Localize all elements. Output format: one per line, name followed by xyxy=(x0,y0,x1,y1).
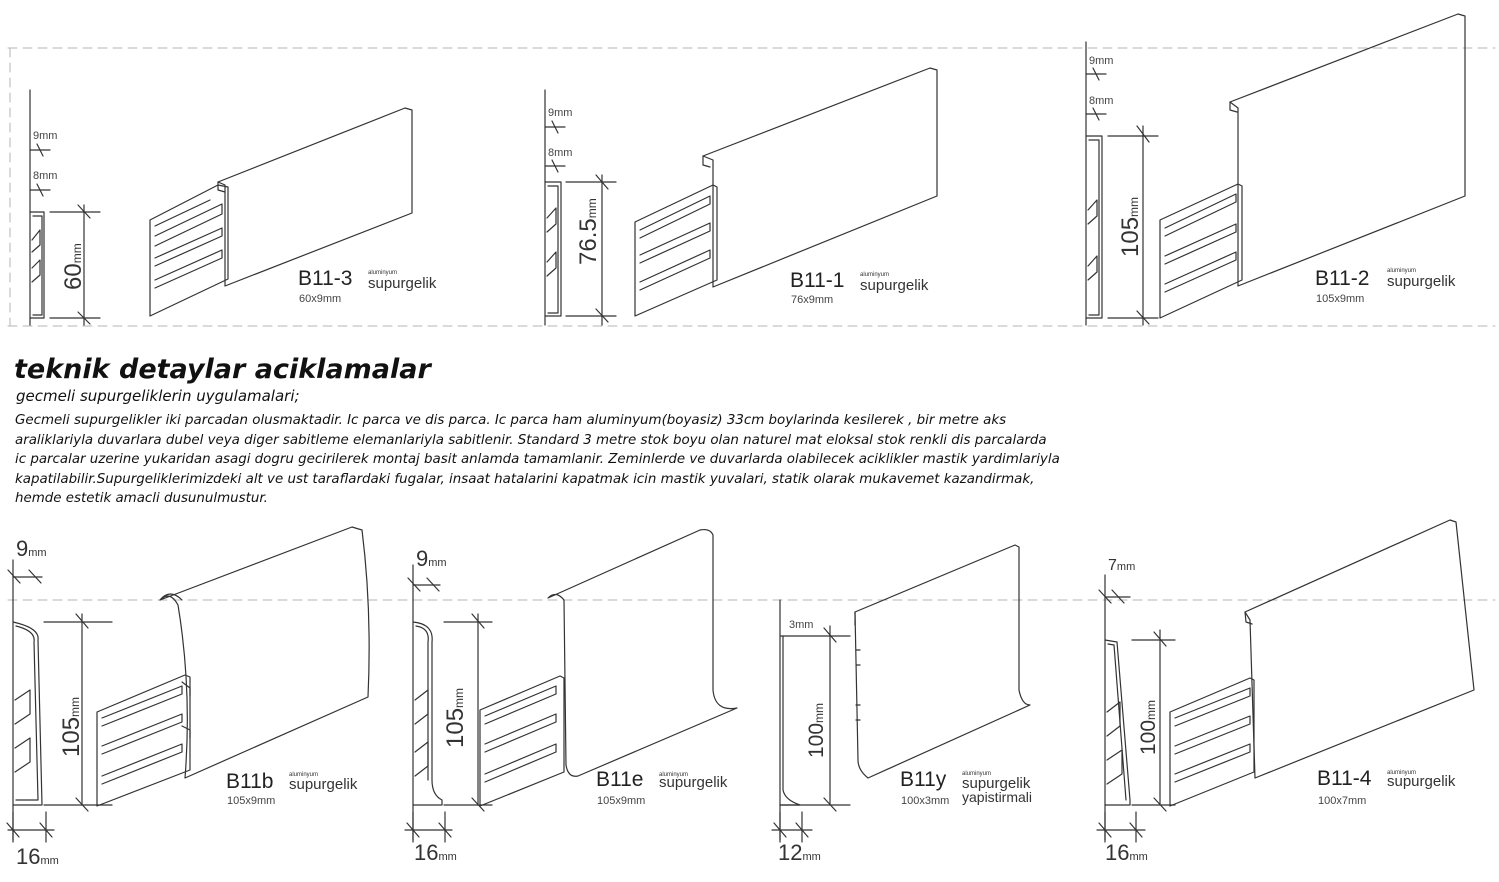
dim-label: 8mm xyxy=(1089,95,1114,107)
dim-label: 8mm xyxy=(548,147,573,159)
profile-b11-2-section xyxy=(1085,41,1159,326)
profile-b11b-3d xyxy=(96,526,370,807)
section-heading: teknik detaylar aciklamalar xyxy=(14,354,431,385)
paragraph-line: Gecmeli supurgelikler iki parcadan olusm… xyxy=(15,413,1007,428)
model-name: B11-1 xyxy=(790,269,845,292)
profile-b11e-3d xyxy=(479,528,738,807)
profile-b11b-section xyxy=(6,559,113,843)
height-dim: 100mm xyxy=(805,702,828,758)
paragraph-line: kapatilabilir.Supurgeliklerimizdeki alt … xyxy=(15,471,1035,487)
height-dim: 60mm xyxy=(60,243,87,290)
model-name: B11-3 xyxy=(298,267,353,290)
description-paragraph: Gecmeli supurgelikler iki parcadan olusm… xyxy=(15,411,1165,509)
material-label: aluminyum xyxy=(368,270,398,276)
dim-label: 9mm xyxy=(16,536,47,561)
material-label: aluminyum xyxy=(860,272,890,278)
profile-b11e-section xyxy=(404,564,493,843)
material-label: aluminyum xyxy=(1387,268,1417,274)
size-label: 60x9mm xyxy=(299,293,342,305)
profile-b11-2-3d xyxy=(1159,13,1466,319)
type-label: supurgelik xyxy=(368,275,437,292)
dim-label: 7mm xyxy=(1108,557,1136,574)
dim-label: 16mm xyxy=(16,844,59,869)
profile-b11-4-3d xyxy=(1169,519,1475,807)
paragraph-line: hemde estetik amacli dusunulmustur. xyxy=(15,491,268,507)
type-label: supurgelik xyxy=(659,774,728,791)
profile-b11-3-section xyxy=(29,89,101,326)
size-label: 105x9mm xyxy=(597,795,646,807)
dim-label: 12mm xyxy=(778,840,821,865)
type-label: supurgelik xyxy=(962,775,1031,792)
material-label: aluminyum xyxy=(1387,770,1417,776)
dim-label: 9mm xyxy=(1089,55,1114,67)
material-label: aluminyum xyxy=(659,772,689,778)
dim-label: 16mm xyxy=(414,840,457,865)
size-label: 105x9mm xyxy=(1316,293,1365,305)
model-name: B11e xyxy=(596,768,644,791)
material-label: aluminyum xyxy=(962,771,992,777)
profile-b11y-section xyxy=(771,599,851,843)
size-label: 76x9mm xyxy=(791,294,834,306)
size-label: 100x3mm xyxy=(901,795,950,807)
size-label: 105x9mm xyxy=(227,795,276,807)
model-name: B11y xyxy=(900,768,947,791)
paragraph-line: araliklariyla duvarlara dubel veya diger… xyxy=(15,432,1047,448)
height-dim: 105mm xyxy=(442,687,469,748)
profile-b11-1-3d xyxy=(634,67,938,317)
height-dim: 105mm xyxy=(58,696,85,757)
profile-b11-3-3d xyxy=(149,107,413,317)
dim-label: 9mm xyxy=(33,130,58,142)
profile-b11-4-section xyxy=(1096,574,1176,843)
dim-label: 9mm xyxy=(548,107,573,119)
section-subheading: gecmeli supurgeliklerin uygulamalari; xyxy=(16,387,300,405)
type-label-2: yapistirmali xyxy=(962,789,1033,805)
height-dim: 76.5mm xyxy=(575,198,602,265)
profile-b11-1-section xyxy=(544,89,617,326)
type-label: supurgelik xyxy=(289,776,358,793)
model-name: B11-2 xyxy=(1315,267,1370,290)
type-label: supurgelik xyxy=(1387,773,1456,790)
size-label: 100x7mm xyxy=(1318,795,1367,807)
section-border-lines xyxy=(7,47,1496,601)
model-name: B11b xyxy=(226,770,274,793)
dim-label: 3mm xyxy=(789,619,814,631)
profile-b11y-3d xyxy=(854,544,1031,779)
height-dim: 100mm xyxy=(1137,699,1160,755)
height-dim: 105mm xyxy=(1117,196,1144,257)
type-label: supurgelik xyxy=(860,277,929,294)
dim-label: 16mm xyxy=(1105,840,1148,865)
model-name: B11-4 xyxy=(1317,767,1372,790)
dim-label: 8mm xyxy=(33,170,58,182)
material-label: aluminyum xyxy=(289,772,319,778)
type-label: supurgelik xyxy=(1387,273,1456,290)
paragraph-line: ic parcalar uzerine yukaridan asagi dogr… xyxy=(15,452,1060,468)
dim-label: 9mm xyxy=(416,546,447,571)
